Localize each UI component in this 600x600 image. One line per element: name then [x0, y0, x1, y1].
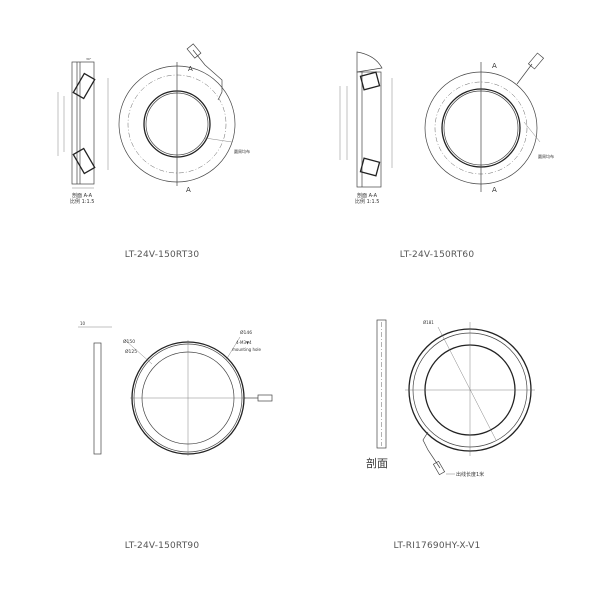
product-caption: LT-RI17690HY-X-V1: [393, 541, 481, 551]
hole-note: 圆周均布: [538, 153, 554, 159]
front-view: [405, 322, 535, 476]
thickness-dim: 10: [80, 321, 86, 326]
section-mark-bottom: A: [492, 186, 497, 194]
side-section-view: [339, 51, 393, 188]
section-view: [376, 319, 387, 449]
section-mark-top: A: [188, 65, 193, 73]
dim-outer: Ø150: [123, 338, 135, 345]
drawing-lt-24v-150rt90: 10 Ø150 Ø125 Ø146 4-M3▼4 mounting hole: [78, 321, 273, 456]
hole-note: 4-M3▼4: [236, 340, 252, 345]
section-label: 剖面: [366, 456, 388, 470]
scale-label: 比例 1:1.5: [355, 198, 379, 205]
dim-inner: Ø125: [125, 348, 137, 355]
svg-text:30°: 30°: [86, 57, 92, 61]
dim-outer: Ø181: [423, 320, 434, 325]
product-caption: LT-24V-150RT60: [399, 250, 475, 260]
section-mark-bottom: A: [186, 186, 191, 194]
side-section-view: 30°: [57, 57, 109, 189]
front-view: [424, 52, 545, 192]
front-view: [118, 43, 236, 186]
section-mark-top: A: [492, 62, 497, 70]
drawing-lt-24v-150rt60: 剖面 A-A 比例 1:1.5 A A 圆周均布: [339, 51, 554, 205]
section-label: 剖面 A-A: [72, 192, 93, 199]
front-view: [124, 336, 273, 456]
hole-note: 圆周均布: [234, 148, 250, 154]
section-label: 剖面 A-A: [357, 192, 378, 199]
side-view: [93, 342, 102, 455]
scale-label: 比例 1:1.5: [70, 198, 94, 205]
hole-note-2: mounting hole: [232, 347, 262, 352]
product-caption: LT-24V-150RT30: [124, 250, 200, 260]
drawing-lt-ri17690hy-x-v1: 剖面 Ø181 出线长度1米: [366, 319, 535, 478]
product-caption: LT-24V-150RT90: [124, 541, 200, 551]
drawing-lt-24v-150rt30: 30° 剖面 A-A 比例 1:1.5 A A 圆周均布: [57, 43, 250, 205]
dim-holes: Ø146: [240, 329, 252, 336]
cable-note: 出线长度1米: [456, 471, 484, 478]
